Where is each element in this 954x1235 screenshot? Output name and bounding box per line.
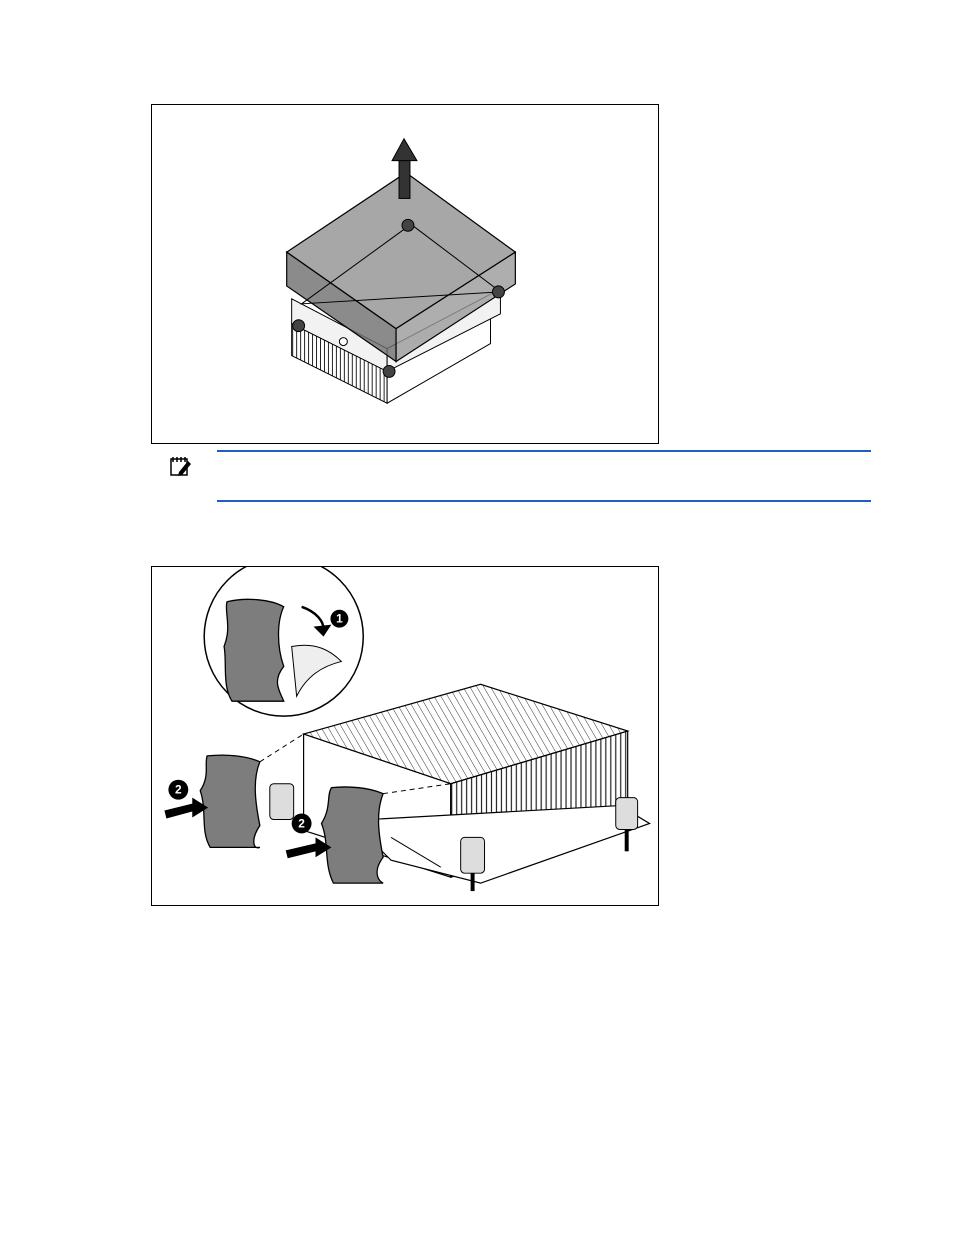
figure-attach-baffles: 1 2 bbox=[151, 566, 659, 906]
step-1-label: 1 bbox=[336, 612, 343, 626]
step-2-label-right: 2 bbox=[298, 816, 305, 830]
callout-detail: 1 bbox=[204, 567, 363, 716]
heatsink-cover-illustration bbox=[152, 105, 658, 443]
important-icon bbox=[169, 455, 193, 477]
important-note bbox=[217, 450, 871, 502]
baffle-illustration: 1 2 bbox=[152, 567, 658, 905]
step-2-label-left: 2 bbox=[175, 783, 182, 797]
figure-remove-heatsink-cover bbox=[151, 104, 659, 444]
